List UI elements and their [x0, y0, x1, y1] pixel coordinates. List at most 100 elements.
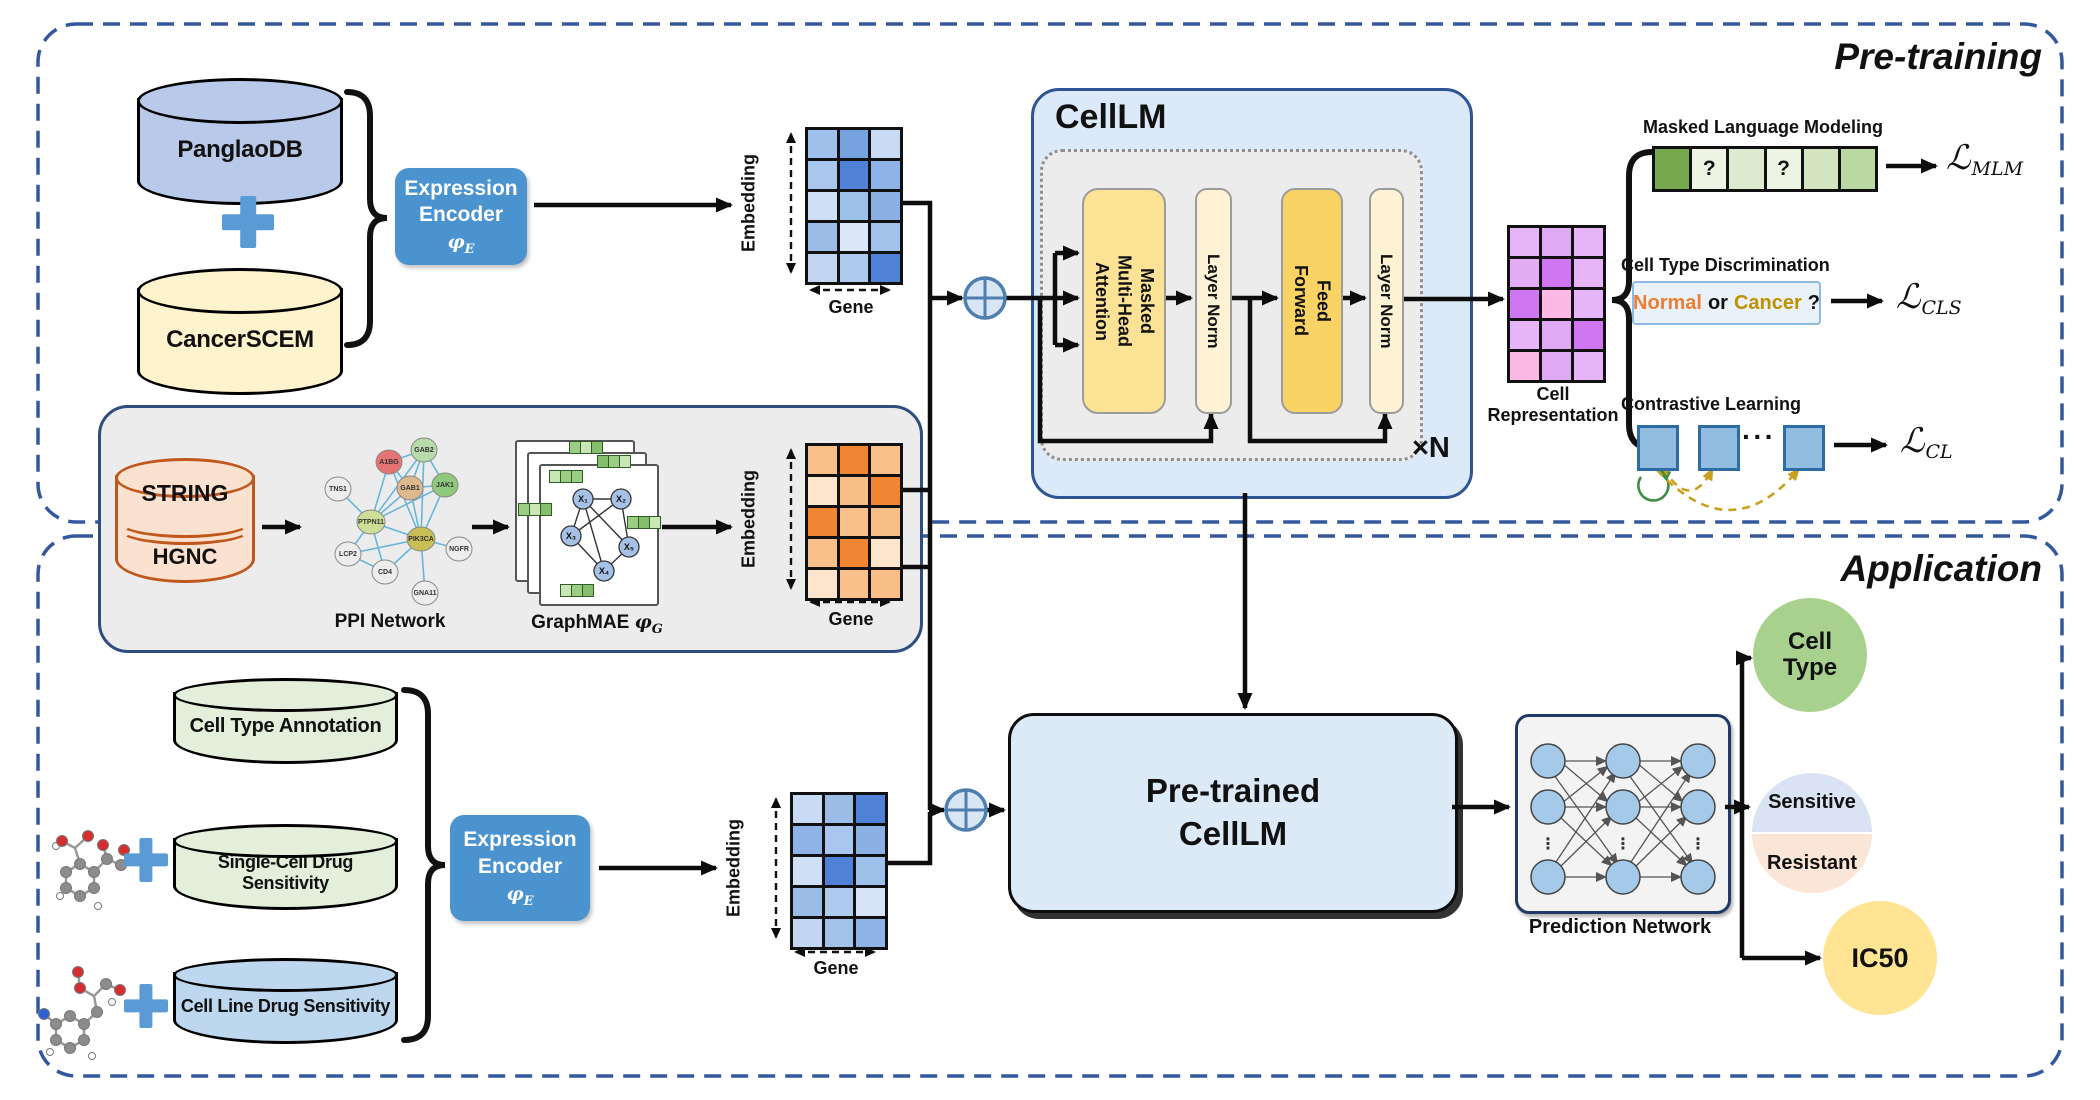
matrix-cell	[839, 446, 869, 474]
database-single-cell-drug-sensitivity: Single-Cell Drug Sensitivity	[173, 824, 398, 910]
encoder-label: Expression	[463, 828, 577, 852]
masked-attention-block: Masked Multi-Head Attention	[1082, 188, 1166, 414]
cylinder-top-icon	[137, 78, 343, 124]
matrix-cell	[1803, 149, 1838, 189]
plus-icon	[124, 984, 168, 1028]
ppi-network-label: PPI Network	[334, 611, 446, 632]
self-similarity-loop-icon	[1637, 470, 1672, 502]
database-cell-type-annotation: Cell Type Annotation	[173, 678, 398, 764]
negative-pair-arc-icon	[1656, 467, 1800, 512]
matrix-cell	[808, 254, 837, 282]
graph-node-label: X₄	[599, 566, 609, 576]
matrix-cell	[1510, 352, 1539, 380]
brace-pretrain-inputs	[344, 89, 388, 348]
matrix-cell	[1542, 290, 1571, 318]
prediction-network-label: Prediction Network	[1528, 916, 1712, 938]
gene-embedding-matrix	[805, 443, 903, 601]
matrix-cell	[839, 130, 869, 158]
repeat-n-label: ×N	[1412, 432, 1450, 464]
svg-text:⋮: ⋮	[1615, 836, 1631, 853]
matrix-cell	[1510, 228, 1539, 256]
mlm-task-title: Masked Language Modeling	[1643, 117, 1884, 137]
question-mark: ?	[1807, 291, 1820, 314]
flow-arrows	[262, 158, 1938, 966]
graphmae-label: GraphMAE φG	[531, 611, 663, 637]
matrix-cell	[839, 254, 869, 282]
matrix-cell	[871, 508, 900, 536]
matrix-cell	[824, 857, 854, 885]
cylinder-top-icon	[173, 958, 398, 992]
ppi-node-label: LCP2	[339, 551, 357, 558]
encoder-label: Encoder	[418, 203, 504, 227]
masked-feature-strip-icon	[569, 441, 603, 454]
feed-forward-block: Feed Forward	[1281, 188, 1343, 414]
matrix-cell	[856, 826, 885, 854]
database-label: HGNC	[152, 544, 218, 569]
application-title: Application	[1840, 548, 2042, 589]
ppi-node-label: NGFR	[449, 546, 469, 553]
gene-axis-label: Gene	[813, 958, 859, 978]
pretraining-region-border	[36, 22, 2064, 524]
negative-pair-arc-icon	[1661, 467, 1714, 492]
matrix-cell	[1574, 321, 1603, 349]
ppi-node-label: PTPN11	[358, 519, 384, 526]
mlm-token-row: ??	[1652, 146, 1878, 192]
cylinder-top-icon	[115, 458, 255, 498]
matrix-cell: ?	[1766, 149, 1801, 189]
grouping-braces	[344, 89, 1655, 1043]
matrix-cell	[808, 446, 837, 474]
contrastive-arcs	[1637, 467, 1800, 512]
prediction-network-box: ⋮⋮⋮	[1515, 714, 1731, 914]
matrix-cell	[808, 570, 837, 598]
pretraining-title: Pre-training	[1834, 36, 2042, 77]
neural-network-icon: ⋮⋮⋮	[1530, 743, 1716, 895]
layer-norm-block: Layer Norm	[1369, 188, 1404, 414]
cylinder-top-icon	[173, 824, 398, 858]
database-label: Cell Line Drug Sensitivity	[180, 996, 391, 1016]
database-cell-line-drug-sensitivity: Cell Line Drug Sensitivity	[173, 958, 398, 1044]
gene-axis-label: Gene	[828, 609, 874, 629]
matrix-cell	[1840, 149, 1875, 189]
database-panglaodb: PanglaoDB	[137, 78, 343, 205]
matrix-cell	[856, 888, 885, 916]
matrix-cell	[839, 477, 869, 505]
svg-text:⋮: ⋮	[1690, 836, 1706, 853]
embedding-axis-label: Embedding	[723, 819, 744, 917]
matrix-cell	[871, 477, 900, 505]
matrix-cell	[856, 857, 885, 885]
plus-icon	[222, 196, 274, 248]
normal-label: Normal	[1633, 291, 1702, 314]
matrix-cell	[871, 130, 900, 158]
graph-node-label: X₃	[566, 531, 576, 541]
masked-feature-strip-icon	[560, 584, 594, 597]
matrix-cell	[856, 795, 885, 823]
expression-encoder-box: Expression Encoder φE	[395, 168, 527, 265]
brace-pretrain-tasks	[1611, 149, 1655, 451]
matrix-cell	[871, 539, 900, 567]
celllm-title: CellLM	[1055, 98, 1167, 136]
matrix-cell	[808, 477, 837, 505]
ppi-node-label: TNS1	[329, 486, 347, 493]
matrix-cell	[824, 919, 854, 947]
axis-arrows	[771, 132, 891, 957]
fusion-symbols	[944, 276, 1007, 832]
matrix-cell	[1574, 228, 1603, 256]
output-sensitive-resistant: Sensitive Resistant	[1752, 773, 1872, 893]
matrix-cell	[1542, 352, 1571, 380]
output-cell-type: Cell Type	[1753, 598, 1867, 712]
ppi-node-label: GNA11	[414, 590, 437, 597]
matrix-cell	[824, 888, 854, 916]
matrix-cell: ?	[1692, 149, 1727, 189]
matrix-cell	[871, 446, 900, 474]
cylinder-top-icon	[137, 268, 343, 314]
encoder-label: Encoder	[477, 854, 563, 878]
graph-node-label: X₂	[616, 494, 626, 504]
matrix-cell	[808, 539, 837, 567]
matrix-cell	[871, 192, 900, 220]
matrix-cell	[871, 254, 900, 282]
cell-representation-matrix	[1507, 225, 1606, 383]
molecule-structure-icon	[52, 830, 130, 910]
ppi-node-label: GAB2	[414, 447, 434, 454]
